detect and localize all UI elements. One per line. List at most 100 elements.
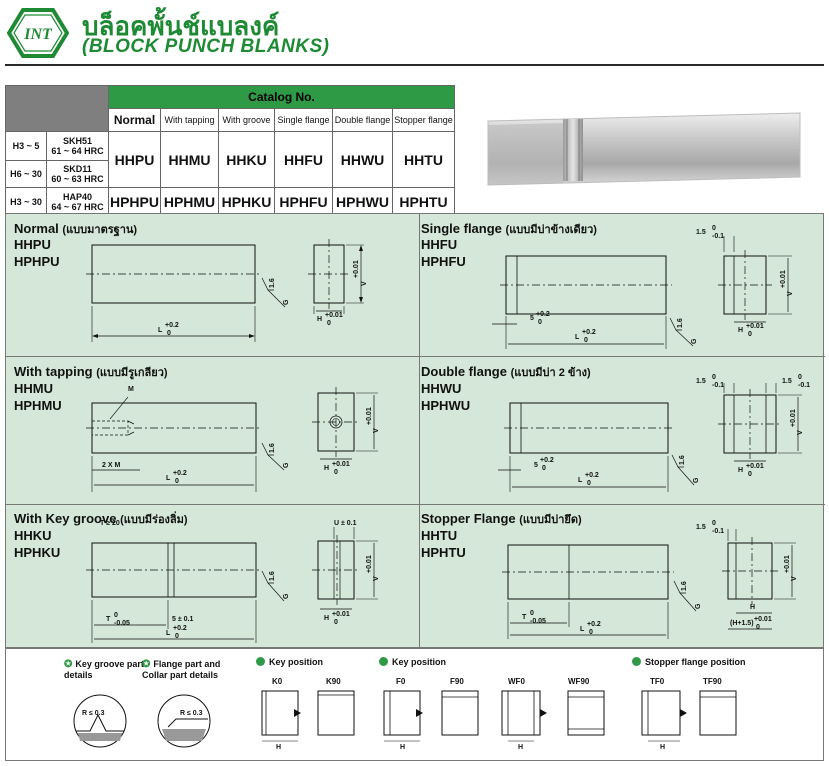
legend-section: ✪Key groove part details ✪Flange part an…	[5, 648, 824, 761]
dim-tol-up: +0.01	[366, 555, 373, 573]
bullet-icon	[379, 657, 388, 666]
panel-code: HPHTU	[421, 545, 466, 560]
dim-tol-up: +0.01	[746, 323, 764, 330]
panel-code: HPHMU	[14, 398, 62, 413]
panel-code: HPHFU	[421, 254, 466, 269]
drawing-double: 5 +0.2 0 L +0.2 0 1.6 G 1.5 0 -0.1 1.5 0…	[498, 374, 810, 492]
legend-text: Key groove part details	[64, 659, 144, 680]
dim-tol-dn: 0	[748, 331, 752, 338]
dim-tol-up: 0	[712, 225, 716, 232]
panel-title-thai: (แบบมีบ่า 2 ข้าง)	[510, 367, 591, 379]
code-tf0: TF0	[650, 677, 665, 686]
catalog-header: Catalog No.	[108, 85, 455, 109]
dim-G: G	[691, 338, 698, 344]
dim-tol-dn: -0.1	[798, 382, 810, 389]
finish-mark: 1.6	[269, 571, 276, 581]
dim-tol-up: 0	[114, 612, 118, 619]
panel-title-thai: (แบบมีบ่าข้างเดียว)	[505, 224, 597, 236]
code-cell: HHWU	[332, 131, 393, 188]
legend-keypos-2: Key position	[379, 657, 446, 667]
code-cell: HPHTU	[392, 187, 455, 216]
panel-title-single: Single flange (แบบมีบ่าข้างเดียว)	[421, 220, 597, 238]
code-tf90: TF90	[703, 677, 722, 686]
finish-mark: 1.6	[681, 581, 688, 591]
dim-flange: 1.5	[696, 378, 706, 385]
dim-H: H	[738, 327, 743, 334]
panel-title-tapping: With tapping (แบบมีรูเกลียว)	[14, 363, 168, 381]
panel-divider	[6, 504, 825, 505]
dim-U-pm: U ± 0.1	[334, 520, 357, 527]
finish-mark: 1.6	[269, 443, 276, 453]
dim-V: V	[361, 281, 368, 286]
col-header-stopper: Stopper flange	[392, 108, 455, 132]
dim-V: V	[797, 430, 804, 435]
dim-V: V	[373, 576, 380, 581]
dim-flange: 1.5	[696, 229, 706, 236]
bullet-icon	[256, 657, 265, 666]
code-cell: HPHMU	[160, 187, 219, 216]
dim-tol-dn: 0	[589, 629, 593, 636]
dim-tol-dn: 0	[334, 469, 338, 476]
star-icon: ✪	[142, 659, 151, 670]
dim-V: V	[373, 428, 380, 433]
dim-tol-up: +0.01	[784, 555, 791, 573]
dim-flange: 1.5	[696, 524, 706, 531]
table-corner	[5, 85, 109, 132]
dim-L: L	[578, 477, 583, 484]
page-header: INT บล็อคพั้นช์แบลงค์ (BLOCK PUNCH BLANK…	[0, 0, 829, 64]
flange-detail-drawing: R ≤ 0.3	[157, 694, 211, 748]
code-k90: K90	[326, 677, 341, 686]
dim-G: G	[283, 299, 290, 305]
panel-title: Stopper Flange	[421, 511, 516, 526]
dim-V: V	[791, 576, 798, 581]
col-header-groove: With groove	[218, 108, 275, 132]
finish-mark: 1.6	[269, 278, 276, 288]
dim-tol-dn: -0.1	[712, 382, 724, 389]
dim-tol-up: +0.2	[536, 311, 550, 318]
dim-L: L	[575, 334, 580, 341]
panel-title-thai: (แบบมีร่องลิ่ม)	[120, 514, 188, 526]
code-wf90: WF90	[568, 677, 590, 686]
panel-code: HHPU	[14, 237, 51, 252]
title-english: (BLOCK PUNCH BLANKS)	[82, 36, 330, 57]
panel-divider	[6, 356, 825, 357]
dim-tol-up: +0.01	[332, 611, 350, 618]
dim-H: H	[324, 465, 329, 472]
panel-title: Normal	[14, 221, 59, 236]
drawing-tapping: M 2 X M L +0.2 0 1.6 G V +0.01 H +0.01 0	[86, 386, 380, 492]
dim-M: M	[128, 386, 134, 393]
dim-L: L	[580, 626, 585, 633]
dim-tol-dn: 0	[167, 330, 171, 337]
h-range: H3 ~ 5	[5, 131, 47, 161]
dim-r: R ≤ 0.3	[180, 710, 203, 717]
finish-mark: 1.6	[679, 455, 686, 465]
panel-title-thai: (แบบมีบ่ายึด)	[519, 514, 582, 526]
dim-tol-dn: 0	[327, 320, 331, 327]
legend-keypos-1: Key position	[256, 657, 323, 667]
dim-tol-dn: 0	[587, 480, 591, 487]
dim-tol-up: +0.01	[746, 463, 764, 470]
dim-H: H	[400, 744, 405, 751]
legend-text: Key position	[392, 657, 447, 667]
dim-H: H	[317, 316, 322, 323]
dim-tol-dn: 0	[334, 619, 338, 626]
legend-text: Key position	[269, 657, 324, 667]
dim-H: H	[518, 744, 523, 751]
code-k0: K0	[272, 677, 283, 686]
dim-V: V	[787, 291, 794, 296]
code-f90: F90	[450, 677, 464, 686]
panel-title-keygroove: With Key groove (แบบมีร่องลิ่ม)	[14, 510, 188, 528]
dim-tol-dn: -0.1	[712, 233, 724, 240]
legend-groove: ✪Key groove part details	[64, 659, 144, 680]
panel-title-thai: (แบบมาตรฐาน)	[62, 224, 138, 236]
drawing-keygroove: T ≥ 20 T 0 -0.05 5 ± 0.1 L +0.2 0 1.6 G …	[86, 520, 380, 643]
dim-r: R ≤ 0.3	[82, 710, 105, 717]
legend-stopper: Stopper flange position	[632, 657, 746, 667]
